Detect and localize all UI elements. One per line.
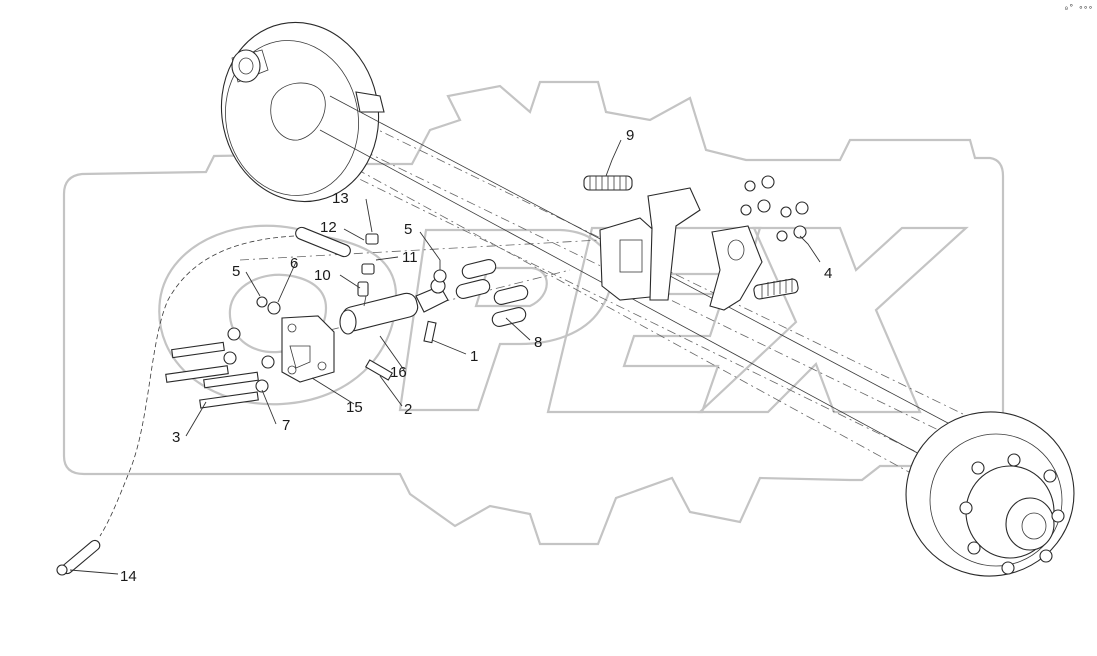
callout-1: 1: [470, 348, 478, 365]
callout-labels: 9 4 5 5 6 10 11 12 13 8 1 16 2 15 7 3 14: [120, 127, 832, 585]
return-spring-lower: [753, 278, 799, 300]
left-brake-drum: [220, 21, 385, 203]
bushing-set: [455, 259, 529, 327]
callout-7: 7: [282, 417, 290, 434]
washer-set-left: [223, 269, 447, 393]
callout-13: 13: [332, 190, 349, 207]
brake-hose: [56, 235, 295, 576]
callout-6: 6: [290, 255, 298, 272]
callout-12: 12: [320, 219, 337, 236]
right-hub-drum: [905, 411, 1075, 577]
leader-lines: [69, 139, 821, 575]
callout-10: 10: [314, 267, 331, 284]
callout-14: 14: [120, 568, 137, 585]
callout-16: 16: [390, 364, 407, 381]
return-spring-upper: [583, 175, 633, 191]
callout-11: 11: [402, 249, 418, 266]
watermark-gear: [62, 80, 1005, 546]
callout-5-right: 5: [404, 221, 412, 238]
nut-washer-set: [740, 175, 809, 242]
callout-9: 9: [626, 127, 634, 144]
bolt-set: [165, 320, 437, 409]
callout-4: 4: [824, 265, 832, 282]
brake-cylinder: [339, 278, 449, 335]
callout-5-left: 5: [232, 263, 240, 280]
callout-15: 15: [346, 399, 363, 416]
mounting-flange: [281, 315, 335, 383]
hose-fittings: [295, 226, 379, 307]
callout-2: 2: [404, 401, 412, 418]
corner-mark: ₀° ∘∘∘: [1064, 3, 1093, 12]
callout-8: 8: [534, 334, 542, 351]
bracket-assembly: [599, 187, 763, 311]
watermark-letters: [158, 224, 969, 414]
callout-3: 3: [172, 429, 180, 446]
